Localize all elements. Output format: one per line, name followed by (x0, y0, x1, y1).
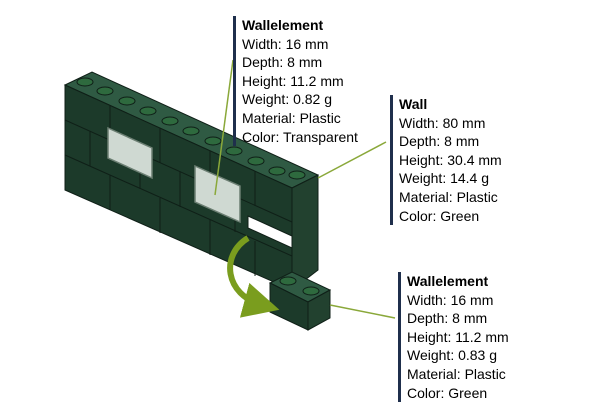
info-depth: Depth: 8 mm (407, 310, 488, 327)
info-weight: Weight: 0.82 g (242, 91, 333, 108)
info-height: Height: 11.2 mm (242, 72, 344, 89)
info-panel-green-wallelement: Wallelement Width: 16 mm Depth: 8 mm Hei… (398, 272, 509, 402)
info-depth: Depth: 8 mm (242, 54, 323, 71)
loose-green-brick (268, 271, 332, 331)
info-depth: Depth: 8 mm (399, 133, 480, 150)
info-panel-transparent-wallelement: Wallelement Width: 16 mm Depth: 8 mm Hei… (233, 16, 358, 147)
info-width: Width: 16 mm (407, 291, 494, 308)
info-height: Height: 11.2 mm (407, 328, 509, 345)
window-right (194, 164, 241, 224)
info-material: Material: Plastic (407, 365, 506, 382)
info-title: Wall (399, 96, 428, 112)
brick-side-face (307, 289, 331, 331)
info-color: Color: Green (399, 207, 480, 224)
info-width: Width: 80 mm (399, 114, 486, 131)
info-title: Wallelement (242, 17, 324, 33)
brick-stud (279, 276, 297, 286)
info-panel-wall: Wall Width: 80 mm Depth: 8 mm Height: 30… (390, 95, 502, 226)
info-material: Material: Plastic (242, 109, 341, 126)
info-height: Height: 30.4 mm (399, 151, 502, 168)
info-weight: Weight: 14.4 g (399, 170, 490, 187)
wall-end-face (291, 174, 319, 292)
wall-studs (76, 77, 306, 180)
window-left (107, 126, 153, 180)
wall-gap-slot (247, 215, 293, 249)
leader-lines (214, 59, 396, 319)
insert-arrow (227, 235, 280, 318)
green-wall (63, 71, 320, 292)
info-width: Width: 16 mm (242, 35, 329, 52)
info-weight: Weight: 0.83 g (407, 347, 498, 364)
info-title: Wallelement (407, 273, 489, 289)
info-color: Color: Green (407, 384, 488, 401)
info-material: Material: Plastic (399, 188, 498, 205)
brick-stud (302, 286, 320, 296)
info-color: Color: Transparent (242, 128, 358, 145)
